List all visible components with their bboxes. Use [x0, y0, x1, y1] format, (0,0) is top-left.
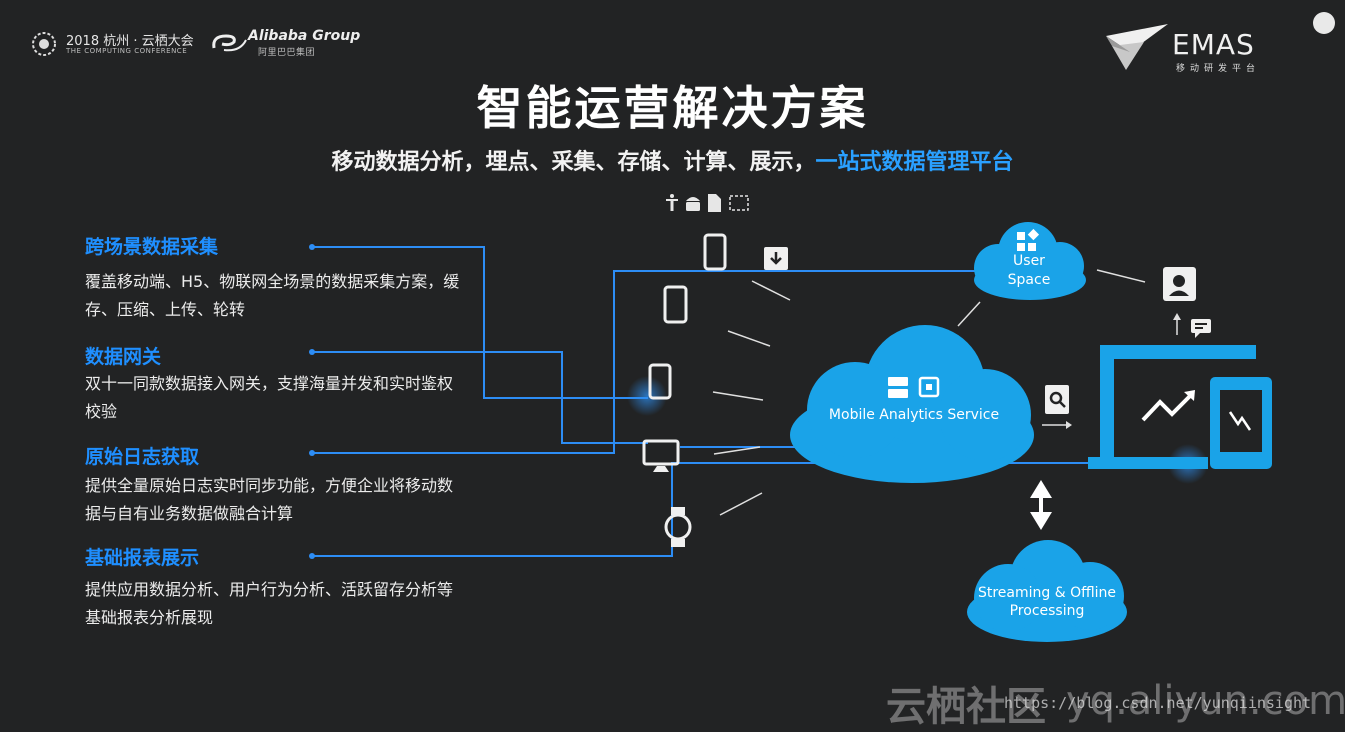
emas-logo-text: EMAS — [1172, 28, 1255, 61]
user-space-cloud — [974, 222, 1086, 300]
flow-line — [713, 446, 761, 455]
download-icon — [764, 247, 788, 270]
double-arrow-icon — [1030, 480, 1052, 530]
alibaba-logo-text: Alibaba Group — [248, 28, 361, 44]
laptop-icon — [1088, 345, 1256, 469]
feature-title-raw-log: 原始日志获取 — [85, 446, 200, 468]
flow-line — [719, 492, 763, 516]
feature-title-report: 基础报表展示 — [85, 547, 200, 569]
streaming-label-2: Processing — [1009, 603, 1085, 619]
feature-title-collection: 跨场景数据采集 — [85, 236, 219, 258]
arrow-up-icon — [1173, 313, 1181, 335]
flow-line — [712, 391, 764, 401]
desktop-stand — [653, 466, 669, 472]
phone-icon — [663, 285, 688, 324]
file-icon — [708, 194, 721, 212]
emas-logo-icon — [1104, 22, 1170, 76]
feature-desc-raw-log: 提供全量原始日志实时同步功能，方便企业将移动数据与自有业务数据做融合计算 — [85, 476, 454, 523]
conference-name: 2018 杭州 · 云栖大会 — [66, 34, 194, 49]
connector-dot — [309, 349, 315, 355]
conference-logo — [30, 30, 60, 62]
subtitle-main: 移动数据分析，埋点、采集、存储、计算、展示， — [331, 150, 816, 175]
watermark-url: https://blog.csdn.net/yunqiinsight — [1004, 694, 1312, 712]
platform-icons — [666, 194, 749, 212]
streaming-cloud — [967, 540, 1127, 642]
feature-desc-collection: 覆盖移动端、H5、物联网全场景的数据采集方案，缓存、压缩、上传、轮转 — [85, 272, 460, 319]
flow-line — [1096, 269, 1146, 283]
flow-line — [727, 330, 771, 347]
watermark-domain: yq.aliyun.com — [1066, 678, 1345, 724]
connector-raw-log — [312, 270, 980, 454]
globe-icon — [32, 32, 56, 56]
subtitle-highlight: 一站式数据管理平台 — [815, 150, 1014, 175]
close-button[interactable] — [1313, 12, 1335, 34]
arrow-right-icon — [1042, 421, 1072, 429]
alibaba-logo-icon — [210, 30, 250, 58]
android-icon — [686, 197, 700, 211]
streaming-label-1: Streaming & Offline — [977, 585, 1117, 601]
mobile-analytics-cloud — [790, 325, 1034, 483]
phone-icon — [703, 233, 727, 271]
feature-title-gateway: 数据网关 — [85, 346, 162, 368]
glow-point — [627, 376, 667, 416]
feature-desc-report: 提供应用数据分析、用户行为分析、活跃留存分析等基础报表分析展现 — [85, 580, 454, 627]
connector-dot — [309, 450, 315, 456]
conference-subtitle: THE COMPUTING CONFERENCE — [66, 47, 188, 55]
mobile-analytics-label: Mobile Analytics Service — [828, 407, 1000, 423]
page-subtitle: 移动数据分析，埋点、采集、存储、计算、展示，一站式数据管理平台 — [0, 144, 1345, 176]
tablet-icon — [1210, 377, 1272, 469]
page-title: 智能运营解决方案 — [476, 81, 869, 135]
connector-report — [312, 462, 1090, 557]
alibaba-logo-cn: 阿里巴巴集团 — [258, 48, 316, 58]
chip-icon — [918, 376, 940, 398]
accessibility-icon — [666, 194, 678, 211]
flow-line — [751, 280, 791, 301]
flow-line — [957, 301, 981, 327]
connector-gateway — [312, 351, 648, 444]
watch-icon — [664, 507, 692, 547]
connector-dot — [309, 244, 315, 250]
feature-desc-gateway: 双十一同款数据接入网关，支撑海量并发和实时鉴权校验 — [85, 374, 454, 421]
window-icon — [729, 195, 749, 211]
emas-logo-subtitle: 移动研发平台 — [1176, 64, 1261, 74]
message-icon — [1191, 319, 1211, 338]
connector-collection — [312, 246, 648, 399]
desktop-icon — [642, 439, 680, 466]
user-profile-icon — [1163, 267, 1196, 301]
trend-chart-icon — [1141, 392, 1194, 422]
phone-icon — [648, 363, 672, 400]
server-icon — [888, 377, 908, 398]
user-space-label-1: User — [1013, 253, 1045, 269]
search-document-icon — [1045, 385, 1069, 414]
connector-dot — [309, 553, 315, 559]
user-space-label-2: Space — [1007, 272, 1051, 288]
